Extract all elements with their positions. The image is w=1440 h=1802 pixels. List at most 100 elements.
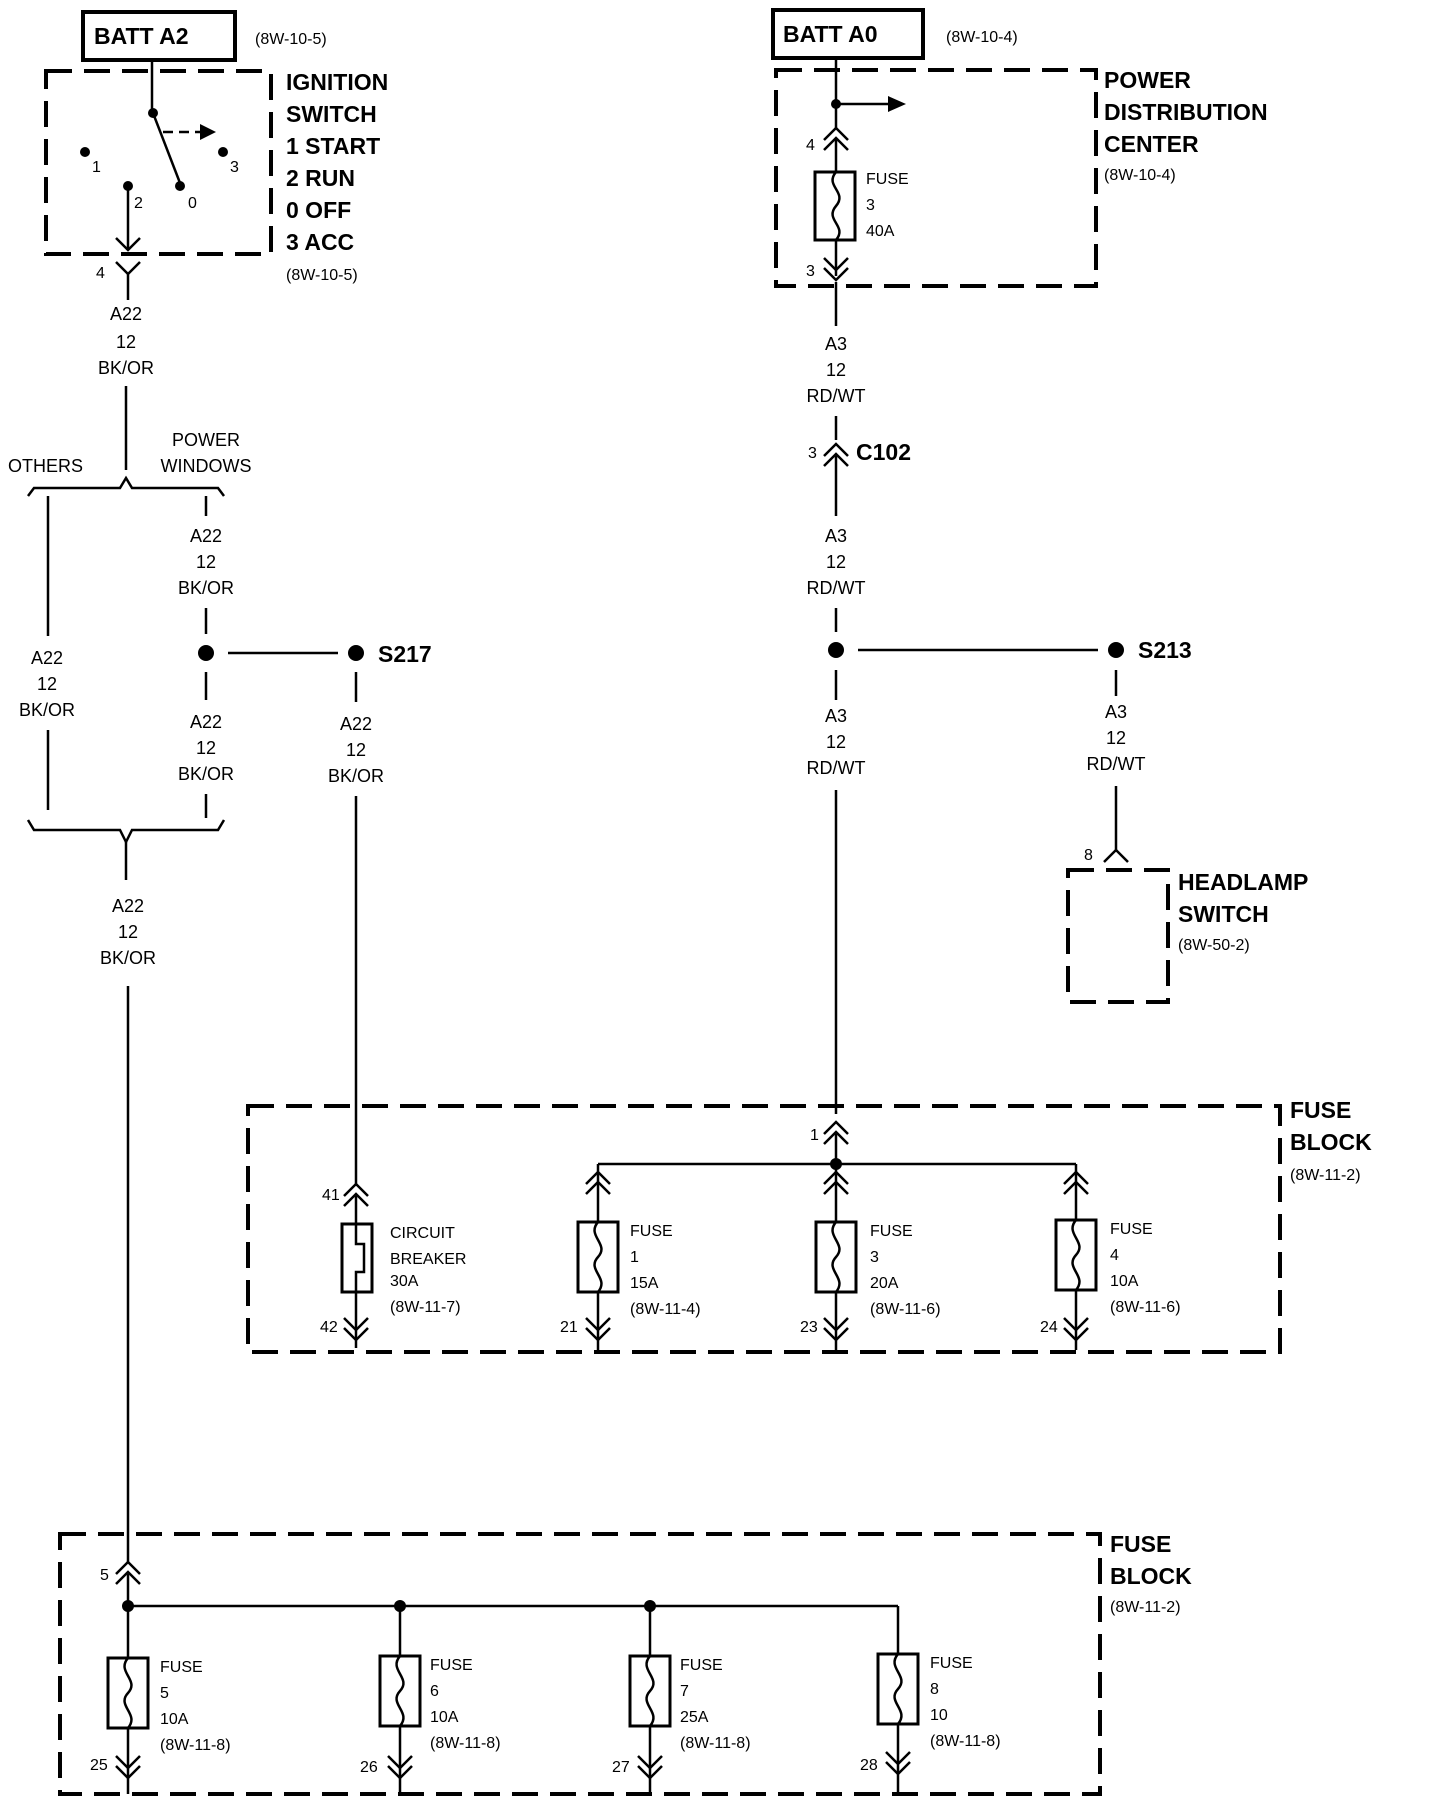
s213-label: S213 <box>1138 637 1192 663</box>
svg-text:25A: 25A <box>680 1709 709 1726</box>
svg-text:(8W-11-7): (8W-11-7) <box>390 1299 461 1316</box>
ignition-pos-3: 3 ACC <box>286 229 354 255</box>
svg-text:RD/WT: RD/WT <box>807 578 866 598</box>
fuse-block-upper-title-2: BLOCK <box>1290 1129 1372 1155</box>
pdc-fuse-amp: 40A <box>866 223 895 240</box>
svg-text:4: 4 <box>1110 1247 1119 1264</box>
svg-text:BK/OR: BK/OR <box>178 578 234 598</box>
svg-text:23: 23 <box>800 1319 818 1336</box>
svg-text:(8W-11-4): (8W-11-4) <box>630 1301 701 1318</box>
svg-text:FUSE: FUSE <box>630 1223 673 1240</box>
svg-text:BK/OR: BK/OR <box>328 766 384 786</box>
wire-label-a3-3: A3 12 RD/WT <box>807 706 866 778</box>
wire-label-a3-1: A3 12 RD/WT <box>807 334 866 406</box>
svg-text:(8W-11-8): (8W-11-8) <box>680 1735 751 1752</box>
fuse-1: 21 FUSE 1 15A (8W-11-4) <box>560 1164 701 1350</box>
svg-text:12: 12 <box>826 552 846 572</box>
fuse-3-upper: 23 FUSE 3 20A (8W-11-6) <box>800 1164 941 1350</box>
wire-label-a22-s217: A22 12 BK/OR <box>328 714 384 786</box>
svg-text:FUSE: FUSE <box>930 1655 973 1672</box>
splice-s213 <box>1108 642 1124 658</box>
svg-text:A3: A3 <box>825 526 847 546</box>
svg-text:(8W-11-8): (8W-11-8) <box>930 1733 1001 1750</box>
svg-text:30A: 30A <box>390 1273 419 1290</box>
svg-text:41: 41 <box>322 1187 340 1204</box>
svg-text:(8W-11-8): (8W-11-8) <box>160 1737 231 1754</box>
svg-text:RD/WT: RD/WT <box>807 386 866 406</box>
ignition-contact-1: 1 <box>92 159 101 176</box>
svg-text:BK/OR: BK/OR <box>98 358 154 378</box>
svg-text:A22: A22 <box>112 896 144 916</box>
svg-text:FUSE: FUSE <box>430 1657 473 1674</box>
svg-text:BK/OR: BK/OR <box>100 948 156 968</box>
power-distribution-center: 4 FUSE 3 40A 3 <box>774 68 1098 288</box>
svg-text:5: 5 <box>160 1685 169 1702</box>
pdc-fuse-label: FUSE <box>866 171 909 188</box>
fuse-8: 28 FUSE 8 10 (8W-11-8) <box>860 1652 1001 1794</box>
circuit-breaker: 41 42 CIRCUIT BREAKER 30A (8W-11-7) <box>320 1182 466 1348</box>
svg-text:A3: A3 <box>825 334 847 354</box>
fuse-6: 26 FUSE 6 10A (8W-11-8) <box>360 1606 501 1794</box>
svg-text:BK/OR: BK/OR <box>19 700 75 720</box>
svg-text:20A: 20A <box>870 1275 899 1292</box>
wire-label-a3-s213: A3 12 RD/WT <box>1087 702 1146 774</box>
fuse-block-lower: 5 25 FUSE 5 10A (8W-11-8) 26 FU <box>58 1532 1102 1796</box>
svg-text:(8W-11-8): (8W-11-8) <box>430 1735 501 1752</box>
svg-text:12: 12 <box>118 922 138 942</box>
svg-text:21: 21 <box>560 1319 578 1336</box>
ignition-switch: 1 2 0 3 <box>44 69 273 256</box>
pdc-pin-out: 3 <box>806 263 815 280</box>
svg-text:6: 6 <box>430 1683 439 1700</box>
ignition-pos-1: 1 START <box>286 133 380 159</box>
pdc-title-1: POWER <box>1104 67 1191 93</box>
wire-label-a22-others: A22 12 BK/OR <box>19 648 75 720</box>
svg-text:A22: A22 <box>190 526 222 546</box>
ignition-contact-3: 3 <box>230 159 239 176</box>
svg-text:25: 25 <box>90 1757 108 1774</box>
wire-label-a22-pw-2: A22 12 BK/OR <box>178 712 234 784</box>
c102-pin: 3 <box>808 445 817 462</box>
svg-text:FUSE: FUSE <box>160 1659 203 1676</box>
wire-label-a3-2: A3 12 RD/WT <box>807 526 866 598</box>
fuse-block-upper: 1 41 42 CIRCUIT BREAKER 30A (8W-11-7) <box>246 1104 1282 1354</box>
pdc-pin-in: 4 <box>806 137 815 154</box>
svg-text:BK/OR: BK/OR <box>178 764 234 784</box>
branch-others: OTHERS <box>8 456 83 476</box>
svg-text:FUSE: FUSE <box>680 1657 723 1674</box>
svg-text:RD/WT: RD/WT <box>1087 754 1146 774</box>
headlamp-title-2: SWITCH <box>1178 901 1269 927</box>
svg-text:(8W-11-6): (8W-11-6) <box>870 1301 941 1318</box>
fuse-block-lower-ref: (8W-11-2) <box>1110 1599 1181 1616</box>
svg-text:12: 12 <box>116 332 136 352</box>
headlamp-ref: (8W-50-2) <box>1178 937 1250 954</box>
svg-text:A3: A3 <box>1105 702 1127 722</box>
splice-s217 <box>348 645 364 661</box>
branch-power: POWER <box>172 430 240 450</box>
fuse-7: 27 FUSE 7 25A (8W-11-8) <box>612 1606 751 1794</box>
connector-c102: 3 C102 <box>808 439 911 467</box>
svg-text:8: 8 <box>930 1681 939 1698</box>
batt-a2-box: BATT A2 <box>81 10 237 62</box>
svg-text:26: 26 <box>360 1759 378 1776</box>
wire-label-a22-1: A22 12 BK/OR <box>98 304 154 378</box>
s217-label: S217 <box>378 641 432 667</box>
svg-text:24: 24 <box>1040 1319 1058 1336</box>
batt-a0-box: BATT A0 <box>771 8 925 60</box>
svg-text:A22: A22 <box>190 712 222 732</box>
batt-a2-ref: (8W-10-5) <box>255 31 327 48</box>
svg-text:BREAKER: BREAKER <box>390 1251 466 1268</box>
svg-text:1: 1 <box>630 1249 639 1266</box>
svg-text:10A: 10A <box>160 1711 189 1728</box>
headlamp-switch <box>1066 868 1170 1004</box>
svg-text:12: 12 <box>196 738 216 758</box>
ignition-title-2: SWITCH <box>286 101 377 127</box>
fuse-4: 24 FUSE 4 10A (8W-11-6) <box>1040 1164 1181 1350</box>
svg-text:12: 12 <box>1106 728 1126 748</box>
fuse-5: 25 FUSE 5 10A (8W-11-8) <box>90 1606 231 1794</box>
pdc-title-3: CENTER <box>1104 131 1199 157</box>
wire-label-a22-merged: A22 12 BK/OR <box>100 896 156 968</box>
svg-text:A22: A22 <box>31 648 63 668</box>
fuse-block-upper-ref: (8W-11-2) <box>1290 1167 1361 1184</box>
pdc-fuse-num: 3 <box>866 197 875 214</box>
pdc-title-2: DISTRIBUTION <box>1104 99 1268 125</box>
